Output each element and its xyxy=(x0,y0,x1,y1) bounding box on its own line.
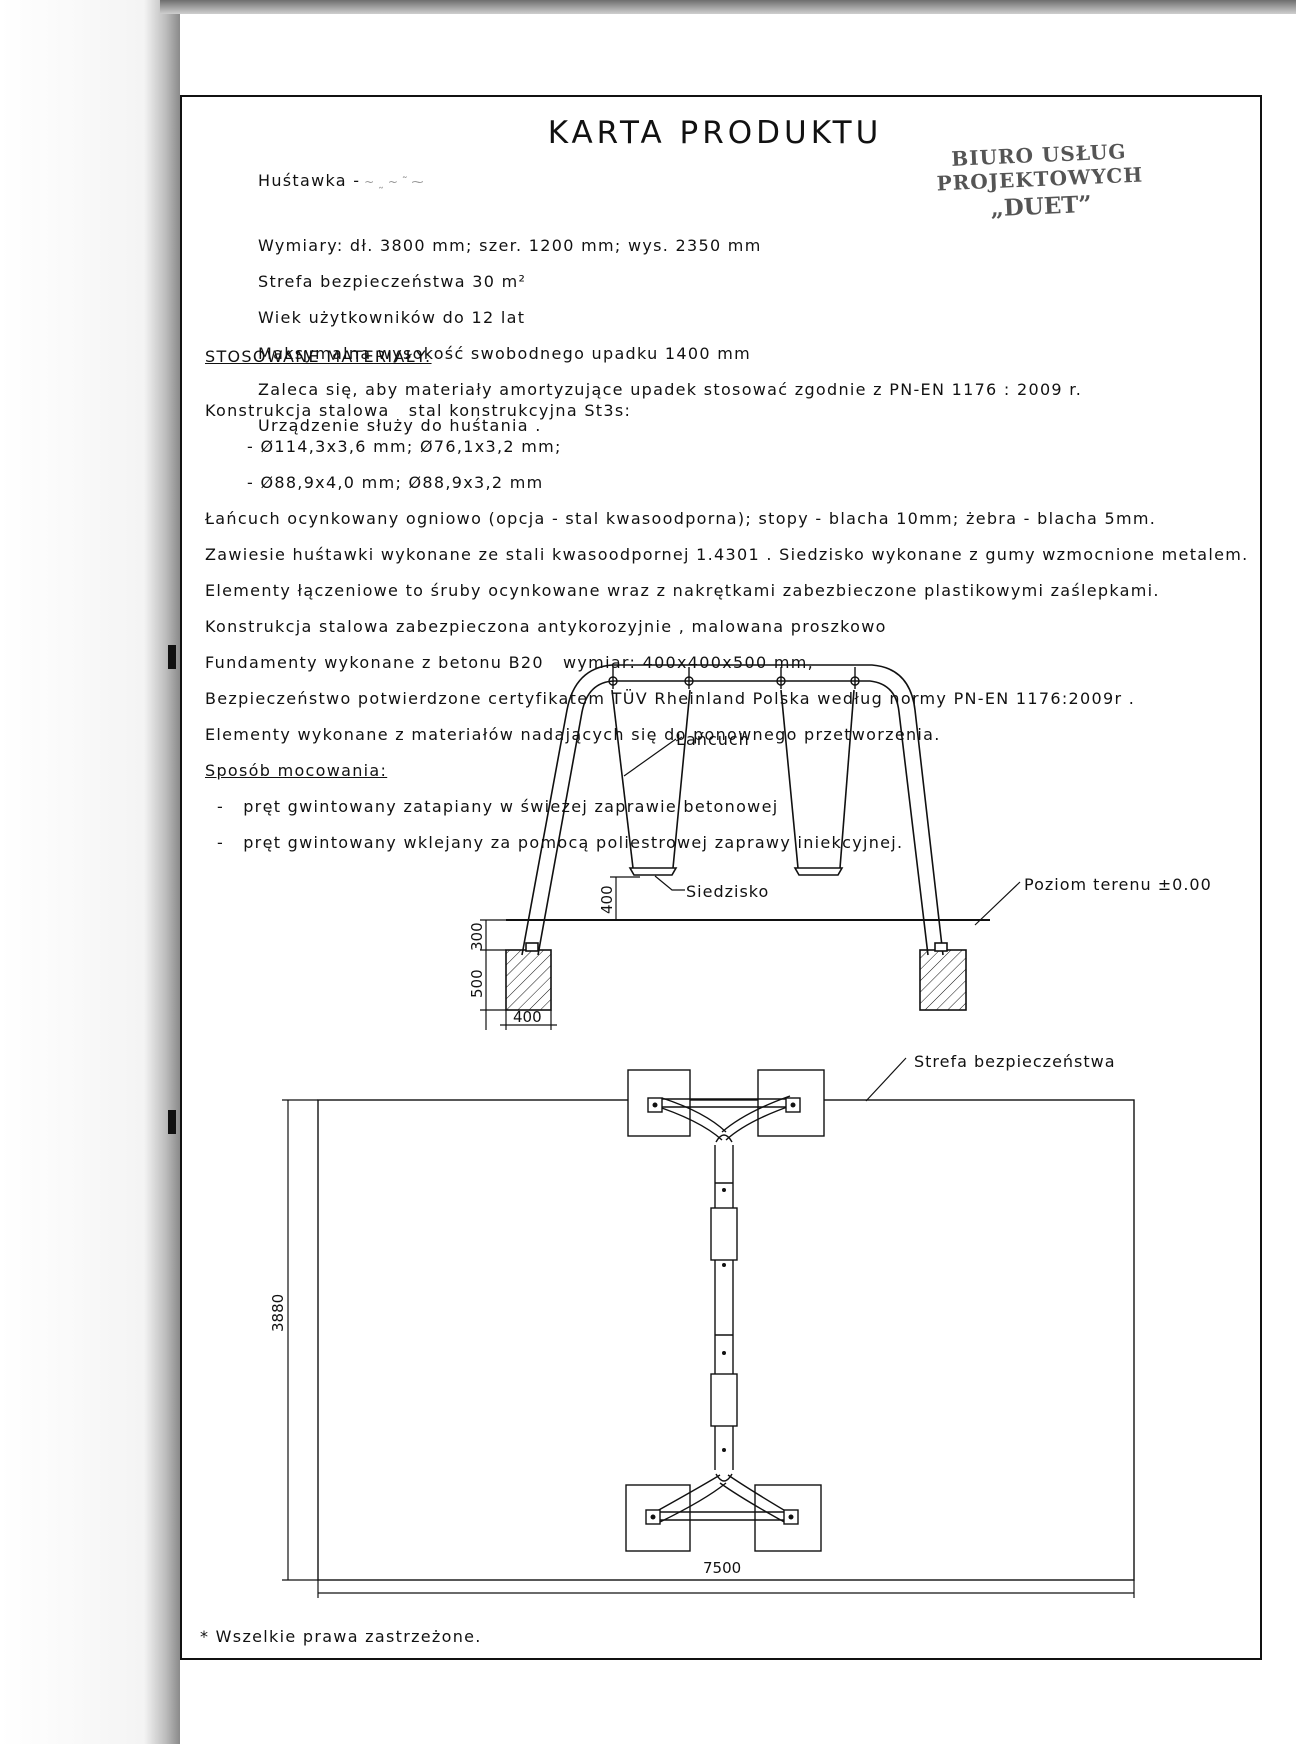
mounting-heading: Sposób mocowania: xyxy=(205,761,388,780)
material-line: Łańcuch ocynkowany ogniowo (opcja - stal… xyxy=(205,509,1157,528)
foundation-width-dimension: 400 xyxy=(513,1008,542,1026)
swing-elevation-view xyxy=(480,664,1021,1030)
material-line: - Ø88,9x4,0 mm; Ø88,9x3,2 mm xyxy=(247,473,544,492)
material-line: Elementy łączeniowe to śruby ocynkowane … xyxy=(205,581,1160,600)
scan-top-strip xyxy=(160,0,1296,14)
chain-label: Łańcuch xyxy=(675,730,750,749)
mounting-line: - pręt gwintowany wklejany za pomocą pol… xyxy=(217,833,904,852)
material-line: Bezpieczeństwo potwierdzone certyfikatem… xyxy=(205,689,1136,708)
material-line: Elementy wykonane z materiałów nadającyc… xyxy=(205,725,941,744)
redacted-scribble: ~ ˷ ~ ˜ ⁓ xyxy=(360,175,424,189)
product-dimensions: Wymiary: dł. 3800 mm; szer. 1200 mm; wys… xyxy=(258,236,762,255)
binding-mark xyxy=(168,645,176,669)
swing-plan-view xyxy=(282,1057,1135,1598)
scan-page-edge xyxy=(0,0,180,1744)
depth-300-dimension: 300 xyxy=(468,922,486,951)
product-safety-zone: Strefa bezpieczeństwa 30 m² xyxy=(258,272,527,291)
zone-depth-dimension: 3880 xyxy=(269,1294,287,1332)
depth-500-dimension: 500 xyxy=(468,969,486,998)
product-fall-height: Maksymalna wysokość swobodnego upadku 14… xyxy=(258,344,751,363)
seat-height-dimension: 400 xyxy=(598,885,616,914)
seat-label: Siedzisko xyxy=(686,882,769,901)
plan-bolts xyxy=(650,1102,796,1520)
safety-zone-label: Strefa bezpieczeństwa xyxy=(914,1052,1116,1071)
binding-mark xyxy=(168,1110,176,1134)
ground-level-label: Poziom terenu ±0.00 xyxy=(1024,875,1212,894)
materials-list: Konstrukcja stalowa stal konstrukcyjna S… xyxy=(205,402,1249,852)
product-purpose: Urządzenie służy do huśtania . xyxy=(258,416,542,435)
product-recommendation: Zaleca się, aby materiały amortyzujące u… xyxy=(258,380,1083,399)
material-line: Fundamenty wykonane z betonu B20 wymiar:… xyxy=(205,653,814,672)
copyright-footer: * Wszelkie prawa zastrzeżone. xyxy=(200,1627,482,1646)
material-line: - Ø114,3x3,6 mm; Ø76,1x3,2 mm; xyxy=(247,437,562,456)
page-frame xyxy=(180,95,1262,1660)
product-name: Huśtawka - xyxy=(258,171,361,190)
materials-heading: STOSOWANE MATERIAŁY: xyxy=(205,347,432,366)
material-line: Konstrukcja stalowa zabezpieczona antyko… xyxy=(205,617,887,636)
material-line: Zawiesie huśtawki wykonane ze stali kwas… xyxy=(205,545,1249,564)
material-line: Konstrukcja stalowa stal konstrukcyjna S… xyxy=(205,401,632,420)
product-age: Wiek użytkowników do 12 lat xyxy=(258,308,526,327)
zone-length-dimension: 7500 xyxy=(703,1559,741,1577)
mounting-line: - pręt gwintowany zatapiany w świeżej za… xyxy=(217,797,779,816)
document-title: KARTA PRODUKTU xyxy=(547,115,883,151)
product-info: Huśtawka - ~ ˷ ~ ˜ ⁓ Wymiary: dł. 3800 m… xyxy=(258,172,1082,435)
